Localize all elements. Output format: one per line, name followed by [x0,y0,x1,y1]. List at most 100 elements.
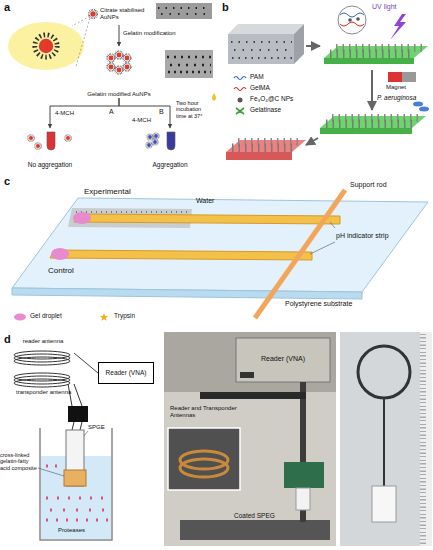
connector [74,353,98,373]
bacterium [419,107,429,112]
hydrogel-top [228,24,304,34]
magnet-pole [402,72,416,82]
test-tube [167,132,175,150]
legend-enzyme [236,108,244,114]
zoom-circle [338,6,366,34]
node-text: No aggregation [20,161,80,168]
annotation-label: 4-MCH [55,110,85,117]
annotation-label: Reader (VNA) [246,355,320,363]
hydrogel-side [294,24,304,64]
gold-nanoparticle [35,35,57,57]
tem-dots [167,56,211,59]
legend-text: GelMA [250,84,270,92]
water-dots [76,211,190,213]
electrode [372,486,396,522]
legend-sample [234,88,246,91]
bacterium [413,102,423,107]
particle-node: Citrate stabilised AuNPs [88,3,150,25]
ph-indicator-strip [50,250,312,260]
microneedle-patch-front [324,58,414,64]
stand-base [180,520,330,540]
ruler-ticks [420,334,426,544]
microneedle-patch [324,46,428,58]
tem-dots [161,13,210,15]
annotation-label: 4-MCH [132,117,164,124]
annotation-label: transponder antenna [16,389,90,396]
edge-label: A [109,108,119,116]
zoom-line [72,16,90,26]
node-text: Aggregation [140,161,200,168]
gold-nanoparticle [28,135,34,141]
legend-text: Trypsin [114,312,135,320]
tem-image [156,3,212,19]
ruler [420,332,432,546]
nanoparticle-dots [231,41,292,43]
wire [74,384,82,406]
aggregated-nanoparticle [146,142,152,148]
protease-dots [46,497,108,500]
legend-text: Gel droplet [30,312,62,320]
antenna-coil [14,379,70,387]
legend-text: Gelatinase [250,106,281,114]
legend-text: Fe₃O₄@C NPs [250,95,293,103]
legend-sample [100,313,108,321]
beaker [40,428,112,540]
gelatinase-droplet [212,93,216,101]
panel-letter: d [4,333,16,346]
uv-bolt [390,14,406,40]
gold-nanoparticle [89,10,97,18]
annotation-label: Reader and Transponder Antennas [170,405,242,419]
ph-indicator-strip [74,214,340,224]
microneedle-patch [226,140,306,152]
node-text: Reader (VNA) [99,369,153,376]
tem-dots [158,7,210,9]
annotation-label: UV light [372,3,418,11]
legend-sample [238,98,243,103]
gold-nanoparticle [123,63,131,71]
gold-nanoparticle [107,63,115,71]
panel-letter: b [222,1,234,14]
leader-line [84,431,88,436]
hydrogel-block [228,34,294,64]
legend-sample [236,108,244,114]
magnet-pole [388,72,402,82]
leader-line [330,222,335,228]
zoom-highlight [8,22,84,70]
legend-samples [14,77,246,321]
legend-sample [14,314,26,321]
antenna-coil [14,357,70,365]
annotation-label: Magnet [386,84,426,91]
wire [72,422,74,430]
microneedle-patch-front [320,128,412,134]
coated-electrode [296,488,310,510]
annotation-label: P. aeruginosa [377,94,431,101]
antenna-coil [180,459,228,477]
annotation-label: pH indicator strip [336,232,426,240]
substrate-edge [12,288,362,299]
transponder-photo [340,332,432,546]
aggregated-nanoparticle [152,139,158,145]
transponder-chip [68,406,88,422]
wire [80,422,82,430]
transponder-coil [358,346,410,398]
zoom-line [76,18,90,66]
edge-label: B [159,108,169,116]
nanoparticle [348,18,352,22]
support-rod [255,190,345,318]
annotation-label: cross-linked gelatin-fatty acid composit… [0,452,40,471]
nanoparticle-dots [232,57,292,59]
needle-row [238,138,302,146]
protease-dots [50,509,108,512]
annotation-label: Coated SPEG [234,512,294,519]
annotation-label: Polystyrene substrate [285,300,395,308]
gold-nanoparticle [123,54,131,62]
needle-row [336,44,424,52]
gold-nanoparticle [35,143,41,149]
result-node: Aggregation [140,128,200,168]
needle-row [232,144,292,153]
inset-photo [168,428,240,490]
particle-cluster-node: Gelatin modified AuNPs [81,46,157,98]
setup-photo [164,332,336,546]
nanoparticle [356,17,360,21]
